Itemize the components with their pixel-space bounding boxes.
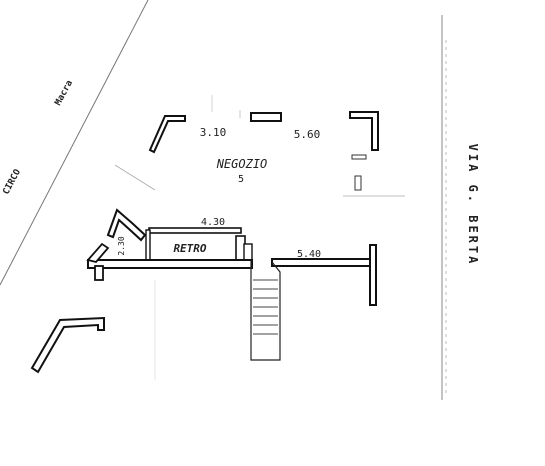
wall-end-left-stub (94, 265, 104, 281)
street-label-left-top: Macra (53, 79, 75, 108)
room-height-label: 5 (238, 174, 244, 185)
room-label-negozio: NEGOZIO (216, 157, 268, 171)
wall-right-vertical (369, 244, 377, 306)
dimension-label-top-right: 5.60 (294, 128, 321, 141)
wall-bottom-right (271, 258, 371, 267)
wall-mark (354, 175, 362, 191)
staircase (250, 260, 281, 361)
guide-line (114, 164, 156, 191)
dimension-label-top-left: 3.10 (200, 126, 227, 139)
wall-bottom-left (87, 259, 253, 269)
partition-post (145, 229, 151, 265)
dimension-label-bottom-right: 5.40 (297, 249, 321, 260)
street-label-right: VIA G. BERTA (466, 144, 480, 267)
wall-top-right (349, 111, 379, 151)
wall-entrance-left (106, 208, 147, 242)
wall-retro-top (148, 227, 242, 234)
wall-lower-left (30, 316, 105, 374)
street-edge-left (0, 0, 149, 286)
street-label-left-bottom: CIRCO (1, 167, 23, 196)
dimension-label-middle: 4.30 (201, 217, 225, 228)
wall-top-left (148, 115, 186, 154)
wall-end-left (86, 242, 110, 264)
wall-mark (351, 154, 367, 160)
room-label-retro: RETRO (173, 242, 206, 255)
wall-top-center (250, 112, 282, 122)
dimension-label-retro-side: 2.30 (117, 236, 126, 255)
